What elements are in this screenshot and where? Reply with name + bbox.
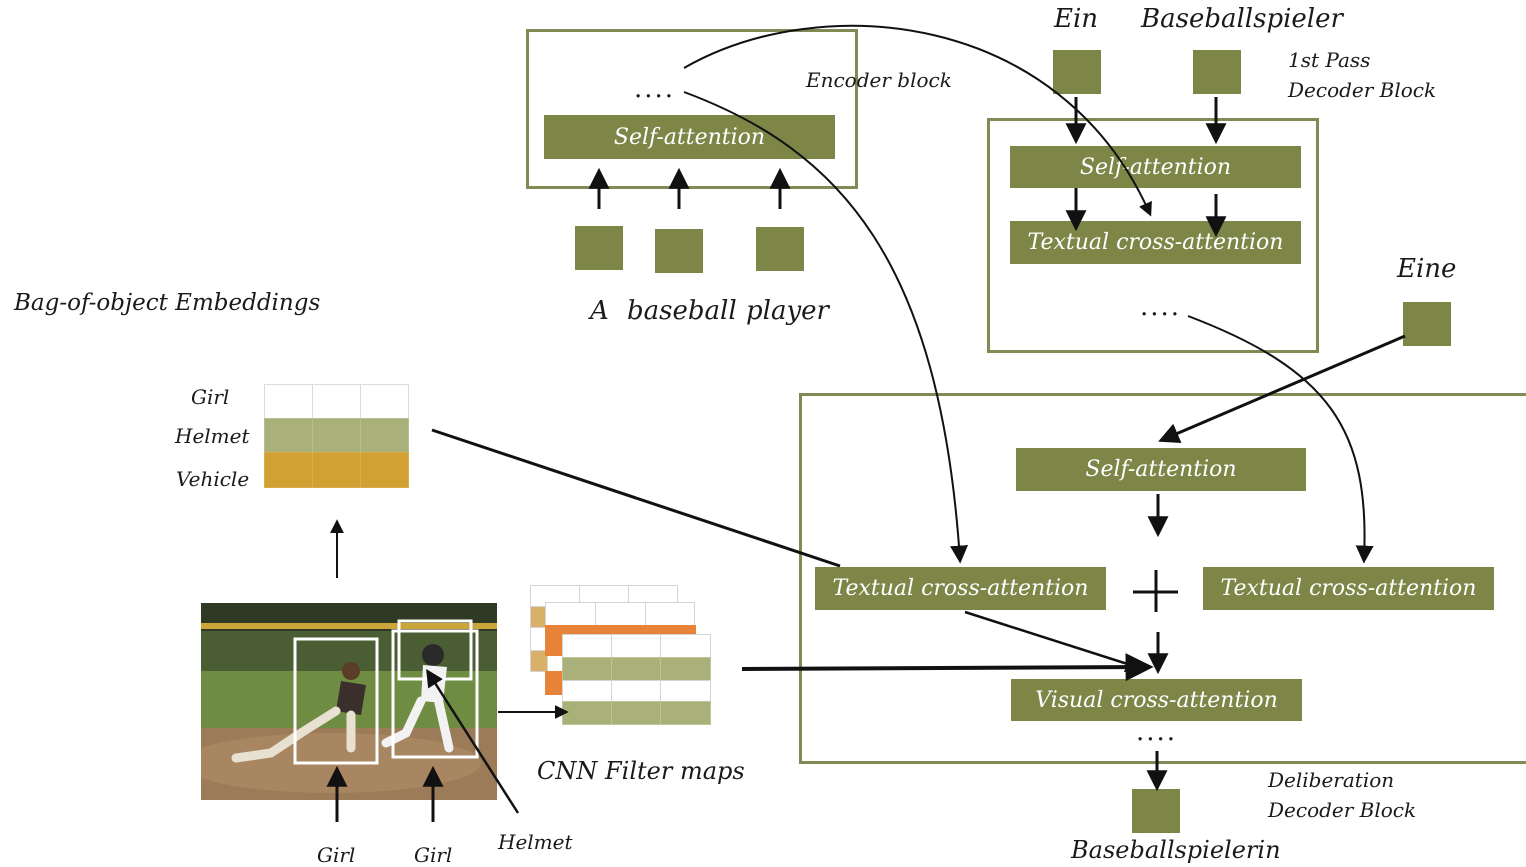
- deliberation-block-label: Deliberation: [1268, 768, 1395, 792]
- first-pass-input-label: Ein: [1054, 4, 1099, 34]
- deliberation-block-label: Decoder Block: [1268, 798, 1417, 822]
- filter-map-cell: [611, 634, 661, 658]
- deliberation-input-embedding: [1403, 302, 1451, 346]
- deliberation-decoder-frame: [799, 393, 1526, 764]
- embedding-cell: [360, 452, 409, 488]
- filter-map-cell: [611, 657, 661, 681]
- first-pass-dots: ....: [1140, 292, 1182, 322]
- image-object-label: Girl: [414, 843, 453, 867]
- deliberation-input-label: Eine: [1397, 254, 1457, 284]
- arrow: [741, 653, 1154, 682]
- deliberation-dots: ....: [1136, 717, 1178, 747]
- embedding-cell: [264, 384, 313, 419]
- filter-map-cell: [611, 701, 661, 725]
- filter-map-cell: [530, 650, 548, 672]
- encoder-token-label: baseball: [627, 296, 737, 326]
- filter-map-cell: [660, 657, 711, 681]
- image-object-label: Girl: [317, 843, 356, 867]
- deliberation-visual-cross-attention: Visual cross-attention: [1011, 679, 1302, 721]
- first-pass-block-label: Decoder Block: [1288, 78, 1437, 102]
- encoder-self-attention: Self-attention: [544, 115, 835, 159]
- arrow: [683, 91, 969, 564]
- encoder-token-label: player: [746, 296, 829, 326]
- photo-scene: [201, 603, 497, 800]
- bag-row-label: Girl: [191, 385, 230, 409]
- embedding-cell: [312, 384, 361, 419]
- first-pass-input-embedding: [1193, 50, 1241, 94]
- arrow: [426, 669, 520, 814]
- encoder-token-embedding: [575, 226, 623, 270]
- embedding-cell: [264, 452, 313, 488]
- image-object-label: Helmet: [498, 830, 573, 854]
- first-pass-textual-cross-attention: Textual cross-attention: [1010, 221, 1301, 264]
- arrow: [431, 428, 841, 568]
- deliberation-textual-cross-attention-left: Textual cross-attention: [815, 567, 1106, 610]
- deliberation-self-attention: Self-attention: [1016, 448, 1306, 491]
- bag-embedding-table: [264, 384, 409, 488]
- bag-row-label: Helmet: [175, 424, 250, 448]
- arrow: [1158, 334, 1406, 444]
- filter-map-cell: [562, 657, 612, 681]
- deliberation-textual-cross-attention-right: Textual cross-attention: [1203, 567, 1494, 610]
- first-pass-input-embedding: [1053, 50, 1101, 94]
- embedding-cell: [312, 452, 361, 488]
- arrow: [964, 610, 1144, 673]
- bag-of-objects-title: Bag-of-object Embeddings: [14, 290, 321, 316]
- first-pass-input-label: Baseballspieler: [1141, 4, 1343, 34]
- first-pass-block-label: 1st Pass: [1288, 48, 1371, 72]
- arrow: [683, 24, 1152, 217]
- filter-map-cell: [660, 701, 711, 725]
- first-pass-self-attention: Self-attention: [1010, 146, 1301, 188]
- bag-row-label: Vehicle: [176, 467, 250, 491]
- encoder-token-label: A: [590, 296, 609, 326]
- encoder-block-label: Encoder block: [806, 68, 952, 92]
- deliberation-output-label: Baseballspielerin: [1071, 836, 1281, 864]
- arrow: [1187, 315, 1374, 564]
- encoder-token-embedding: [756, 227, 804, 271]
- encoder-token-embedding: [655, 229, 703, 273]
- encoder-block-frame: [526, 29, 858, 189]
- deliberation-output-embedding: [1132, 789, 1180, 833]
- encoder-dots: ....: [634, 74, 676, 104]
- first-pass-decoder-frame: [987, 118, 1319, 353]
- cnn-filter-maps-label: CNN Filter maps: [537, 757, 745, 785]
